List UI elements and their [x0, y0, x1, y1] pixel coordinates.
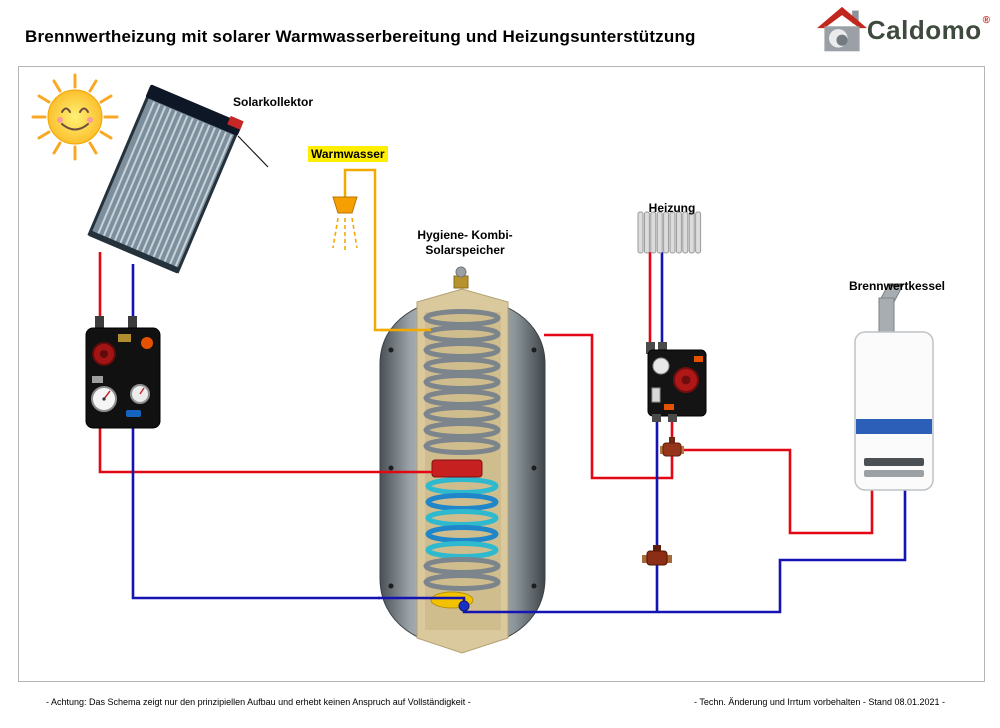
logo-text: Caldomo — [866, 15, 982, 45]
safety-valve — [141, 337, 153, 349]
label-storage-tank-line2: Solarspeicher — [425, 243, 505, 257]
label-warm-water-text: Warmwasser — [308, 146, 388, 162]
valve-heating-return — [642, 545, 672, 566]
label-heating: Heizung — [648, 201, 696, 215]
page-title: Brennwertheizung mit solarer Warmwasserb… — [25, 27, 696, 46]
tank-screws — [388, 347, 537, 589]
label-storage-tank: Hygiene- Kombi- Solarspeicher — [385, 228, 545, 258]
pipe-segment — [544, 333, 674, 480]
label-solar-collector: Solarkollektor — [233, 95, 314, 109]
solar-pump-station — [85, 316, 161, 429]
pipe-segment — [131, 264, 380, 600]
collector-sensor-line — [237, 135, 269, 168]
mixer-dial — [652, 357, 670, 375]
label-boiler: Brennwertkessel — [848, 279, 946, 293]
footer-notes: - Achtung: Das Schema zeigt nur den prin… — [18, 697, 985, 707]
shower-icon — [332, 196, 358, 252]
storage-tank — [379, 266, 546, 654]
tank-red-element — [431, 459, 483, 478]
pipe-overlays — [378, 328, 907, 614]
diagram-canvas — [31, 73, 934, 654]
footer-note-left: - Achtung: Das Schema zeigt nur den prin… — [46, 697, 471, 707]
caldomo-logo: Caldomo ® — [816, 6, 990, 54]
pipe-segment — [674, 448, 874, 535]
footer-note-right: - Techn. Änderung und Irrtum vorbehalten… — [694, 697, 945, 707]
solar-collector — [87, 84, 269, 274]
boiler-blue-band — [856, 419, 932, 434]
tank-top-fitting — [453, 275, 469, 289]
heat-exchanger-coil — [423, 309, 501, 591]
flow-valve-handle — [126, 410, 141, 417]
label-warm-water: Warmwasser — [308, 146, 388, 162]
house-icon — [816, 6, 867, 52]
sun-icon — [31, 73, 119, 161]
radiator — [637, 211, 702, 254]
collector-sensor-pocket — [227, 115, 244, 130]
label-storage-tank-line1: Hygiene- Kombi- — [417, 228, 513, 242]
tank-bottom-port — [458, 600, 470, 612]
shower-spray — [332, 217, 358, 252]
diagram-frame: Solarkollektor Warmwasser Hygiene- Kombi… — [18, 66, 985, 682]
logo-registered-mark: ® — [982, 14, 990, 26]
heating-pump-group — [646, 342, 707, 422]
valve-heating-flow — [660, 437, 684, 457]
condensing-boiler — [854, 283, 934, 491]
